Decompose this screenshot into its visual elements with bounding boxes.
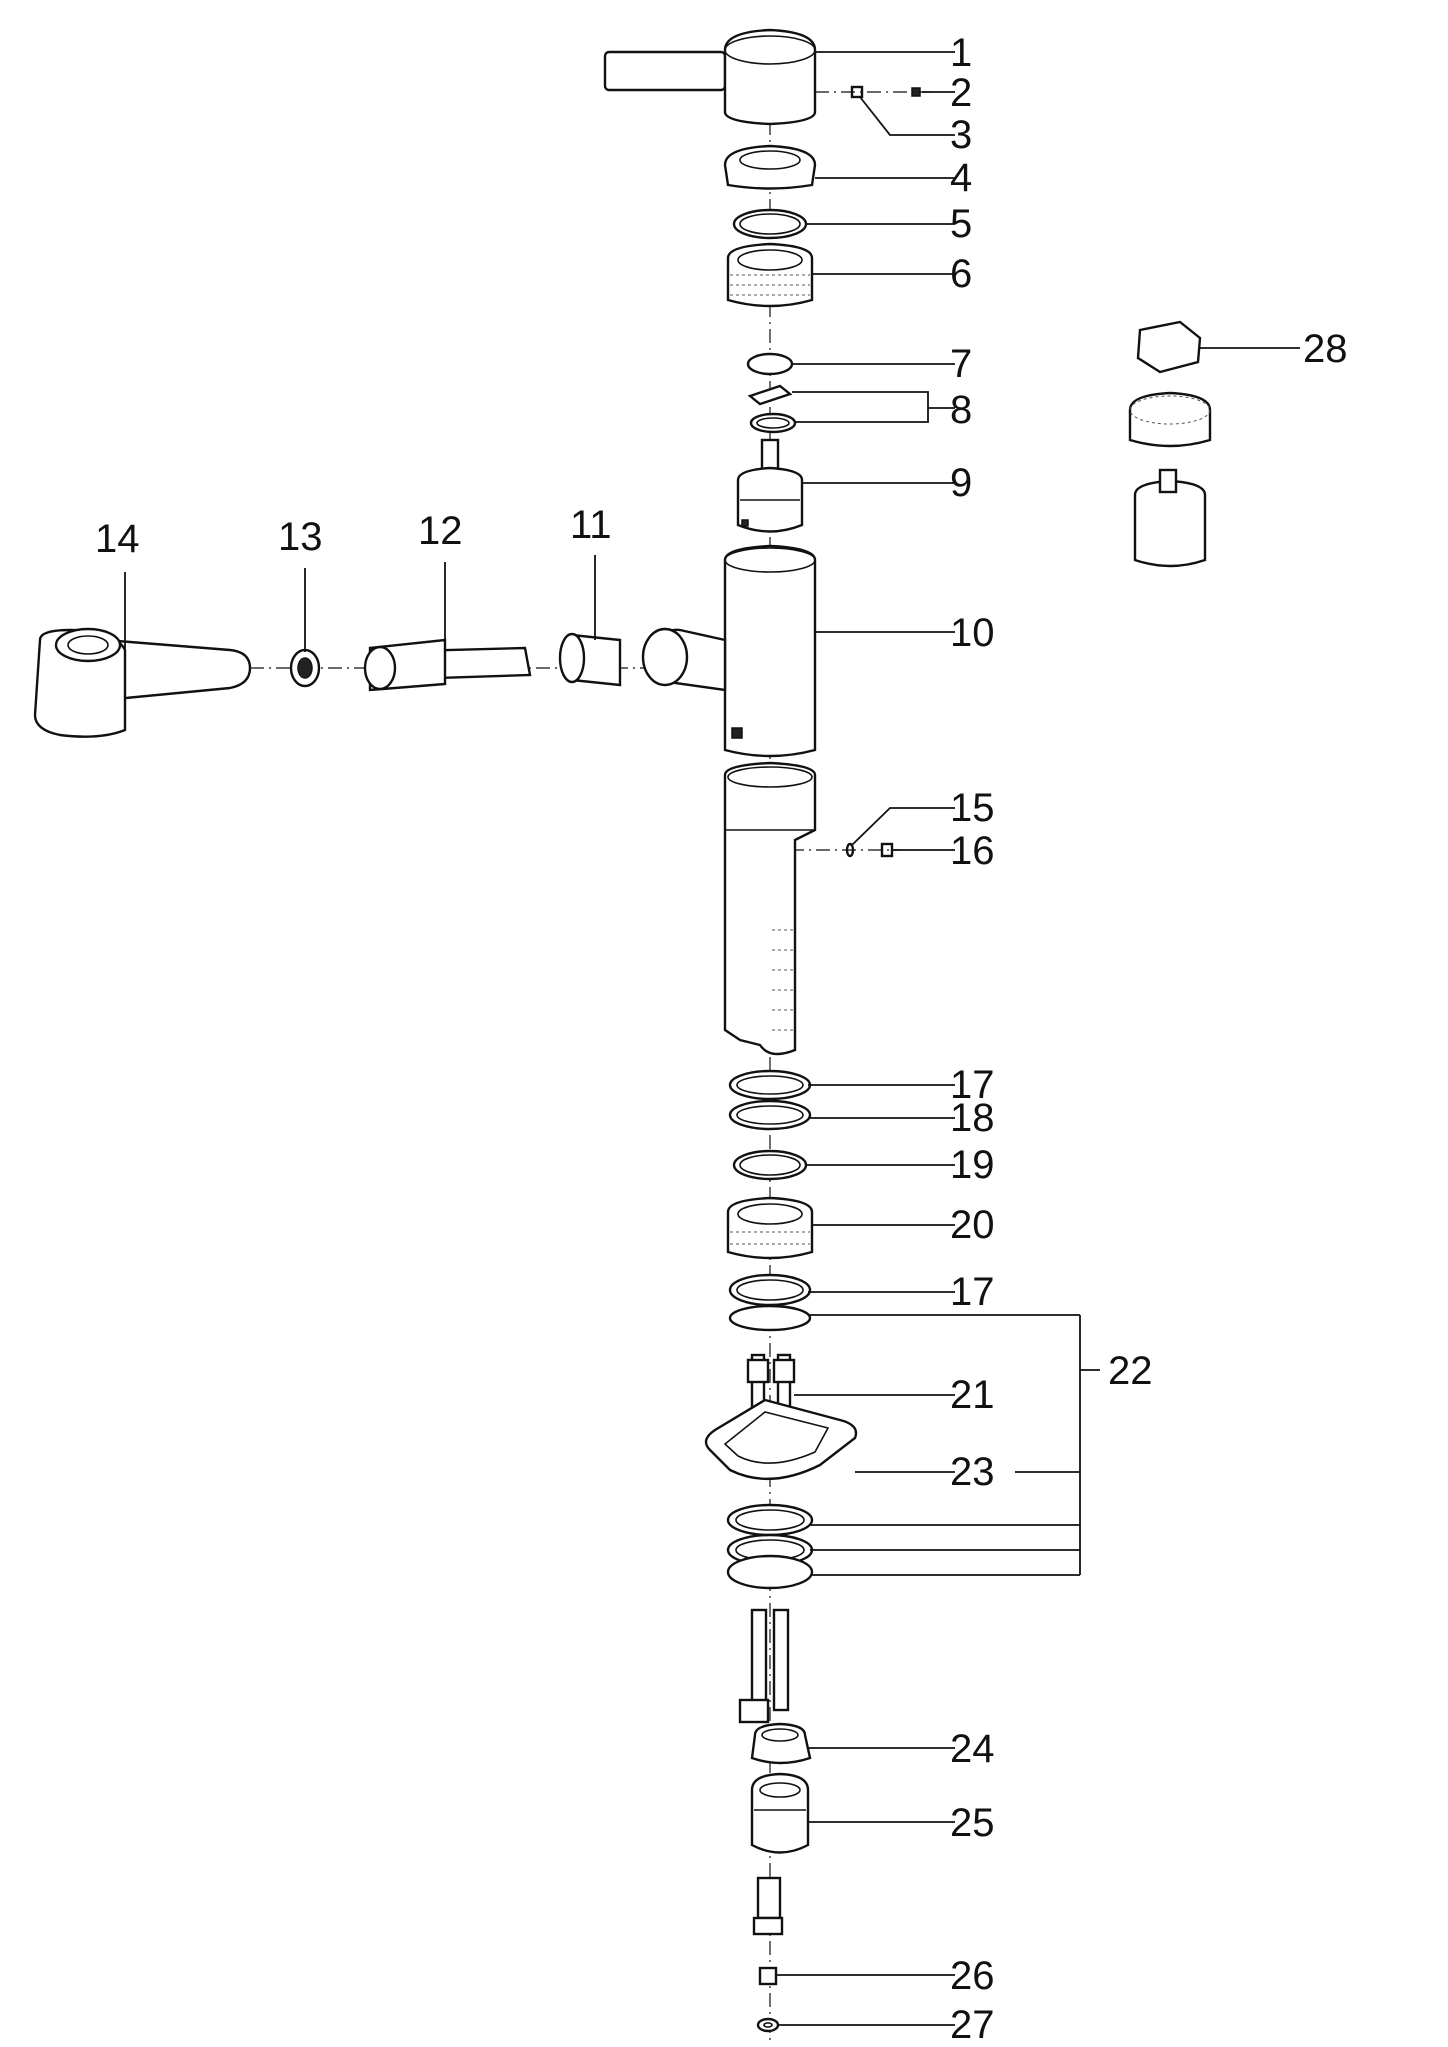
part-20-threaded-ring: [726, 1196, 814, 1260]
part-4-cover: [723, 144, 817, 190]
callout-4: 4: [950, 156, 972, 200]
callout-10: 10: [950, 611, 995, 655]
part-26-screw: [758, 1966, 778, 1986]
callout-8: 8: [950, 388, 972, 432]
part-24-nut: [750, 1722, 812, 1765]
callout-18: 18: [950, 1096, 995, 1140]
callout-12: 12: [418, 509, 463, 553]
callout-28: 28: [1303, 327, 1348, 371]
callout-19: 19: [950, 1143, 995, 1187]
part-17-ring-upper: [728, 1069, 812, 1101]
part-28-cartridge-nut-set: [1128, 320, 1212, 568]
part-17-ring-lower: [728, 1273, 812, 1332]
callout-9: 9: [950, 461, 972, 505]
part-14-spray-head: [33, 627, 252, 738]
lower-stem: [752, 1876, 784, 1936]
part-1-lever-handle: [603, 28, 817, 126]
part-18-ring: [728, 1099, 812, 1131]
leader-lines: [124, 51, 1300, 2026]
part-23-support-plate: [704, 1398, 858, 1480]
part-22-ring-stack: [726, 1503, 814, 1590]
callout-16: 16: [950, 829, 995, 873]
callout-1: 1: [950, 31, 972, 75]
callout-26: 26: [950, 1954, 995, 1998]
part-25-clamp: [750, 1772, 810, 1854]
callout-labels: 1 2 3 4 5 6 7 8 9 10 11 12 13 14 15 16 1…: [95, 31, 1348, 2047]
callout-7: 7: [950, 342, 972, 386]
lower-shank-housing: [723, 761, 817, 1056]
callout-27: 27: [950, 2003, 995, 2047]
callout-21: 21: [950, 1373, 995, 1417]
callout-17: 17: [950, 1063, 995, 1107]
callout-14: 14: [95, 517, 140, 561]
part-8-clip-set: [747, 384, 797, 434]
callout-11: 11: [570, 503, 612, 547]
callout-24: 24: [950, 1727, 995, 1771]
callout-13: 13: [278, 515, 323, 559]
part-27-washer: [756, 2017, 780, 2033]
part-6-threaded-nut: [726, 242, 814, 308]
callout-23: 23: [950, 1450, 995, 1494]
callout-20: 20: [950, 1203, 995, 1247]
callout-6: 6: [950, 252, 972, 296]
callout-22: 22: [1108, 1349, 1153, 1393]
callout-25: 25: [950, 1801, 995, 1845]
callout-5: 5: [950, 202, 972, 246]
callout-2: 2: [950, 71, 972, 115]
part-12-hose: [363, 638, 532, 692]
part-10-body: [641, 544, 817, 758]
part-9-cartridge: [736, 438, 804, 533]
part-11-sleeve: [558, 632, 622, 687]
part-13-filter: [289, 648, 321, 688]
callout-3: 3: [950, 113, 972, 157]
lower-supply-hoses: [738, 1608, 790, 1724]
callout-17b: 17: [950, 1270, 995, 1314]
part-7-ring: [746, 352, 794, 376]
callout-15: 15: [950, 786, 995, 830]
